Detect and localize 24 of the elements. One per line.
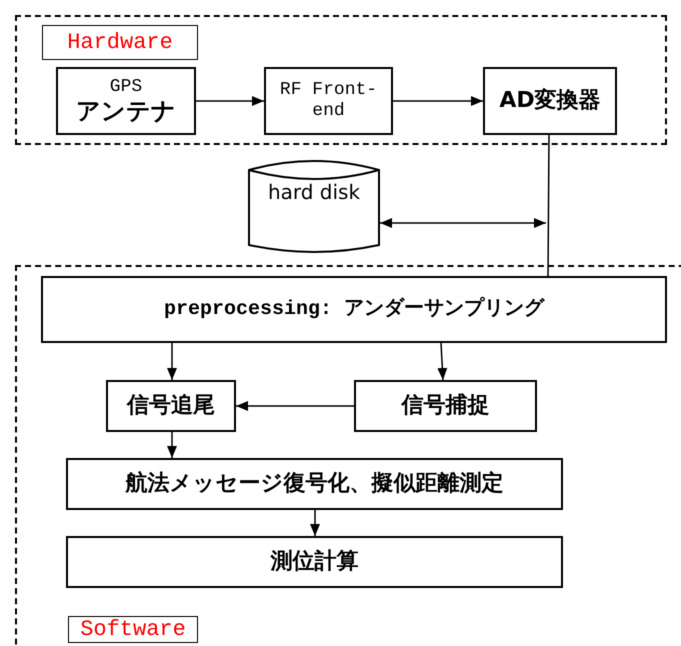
arrow xyxy=(167,432,177,458)
box-label: アンテナ xyxy=(76,98,176,126)
group-heading: Software xyxy=(68,616,198,643)
arrow xyxy=(437,342,448,380)
process-box: 測位計算 xyxy=(66,536,563,588)
arrow xyxy=(310,510,320,536)
group-frame xyxy=(15,265,681,646)
connector-line xyxy=(547,135,550,276)
process-box xyxy=(56,67,196,135)
box-label: GPS xyxy=(110,76,142,98)
process-box: 航法メッセージ復号化、擬似距離測定 xyxy=(66,458,563,510)
process-box: RF Front-end xyxy=(264,67,393,135)
process-box: preprocessing: アンダーサンプリング xyxy=(41,276,667,343)
arrow xyxy=(167,343,177,380)
arrow xyxy=(380,218,546,228)
group-heading: Hardware xyxy=(42,25,198,60)
disk-label: hard disk xyxy=(266,180,362,204)
arrow xyxy=(196,96,264,106)
process-box: 信号捕捉 xyxy=(354,380,537,432)
process-box: AD変換器 xyxy=(483,67,617,135)
arrow xyxy=(393,96,483,106)
group-frame xyxy=(15,15,667,145)
process-box: 信号追尾 xyxy=(106,380,236,432)
arrow xyxy=(236,401,354,411)
